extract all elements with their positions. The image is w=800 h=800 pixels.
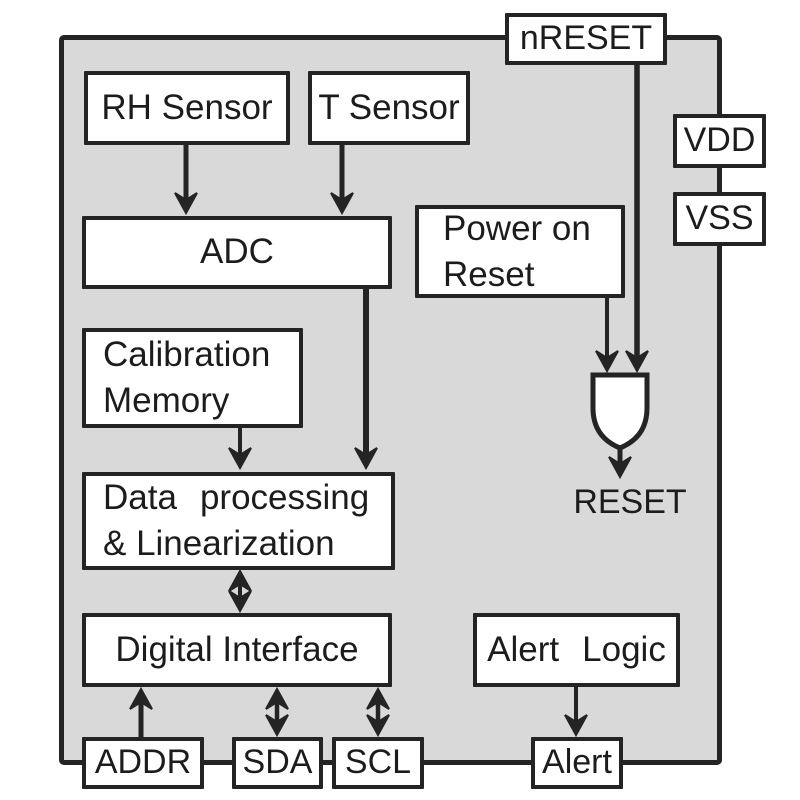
- arrow-rh-sensor-to-adc: [174, 145, 198, 216]
- block-calibration-memory-line2: Memory: [103, 381, 230, 420]
- pin-vss-label: VSS: [685, 199, 754, 238]
- block-power-on-reset: Power on Reset: [415, 205, 625, 298]
- arrow-addr-to-digital-interface: [129, 686, 153, 739]
- and-gate-icon: [590, 372, 650, 451]
- block-data-processing-line2: & Linearization: [103, 524, 335, 563]
- pin-sda: SDA: [232, 737, 323, 789]
- block-calibration-memory: Calibration Memory: [82, 328, 303, 428]
- block-digital-interface-label: Digital Interface: [115, 629, 359, 669]
- pin-nreset-label: nRESET: [519, 19, 653, 58]
- arrow-digital-interface-sda: [265, 686, 289, 738]
- pin-scl-label: SCL: [344, 743, 412, 782]
- arrow-alert-logic-to-alert: [564, 685, 588, 738]
- block-t-sensor-label: T Sensor: [318, 87, 460, 127]
- block-power-on-reset-line1: Power on: [443, 208, 591, 248]
- pin-nreset: nRESET: [505, 13, 667, 65]
- pin-vdd: VDD: [673, 114, 766, 168]
- pin-sda-label: SDA: [242, 743, 313, 782]
- block-data-processing: Data processing & Linearization: [82, 472, 395, 570]
- block-t-sensor: T Sensor: [308, 71, 470, 145]
- pin-alert-label: Alert: [542, 743, 612, 782]
- block-calibration-memory-line1: Calibration: [103, 335, 271, 374]
- arrow-digital-interface-scl: [366, 686, 390, 738]
- arrow-calibration-to-data-processing: [228, 426, 252, 471]
- pin-vss: VSS: [673, 192, 766, 246]
- pin-vdd-label: VDD: [683, 121, 756, 160]
- pin-scl: SCL: [332, 737, 424, 789]
- arrow-nreset-to-gate: [625, 63, 649, 374]
- arrow-adc-to-data-processing: [354, 287, 378, 471]
- arrow-t-sensor-to-adc: [330, 145, 354, 216]
- arrow-data-processing-digital-interface: [228, 568, 252, 614]
- block-rh-sensor-label: RH Sensor: [101, 87, 273, 127]
- arrow-gate-to-reset: [608, 449, 632, 480]
- block-rh-sensor: RH Sensor: [84, 71, 290, 145]
- reset-output-label: RESET: [573, 483, 687, 521]
- pin-alert: Alert: [531, 737, 623, 789]
- block-data-processing-line1: Data processing: [103, 478, 370, 517]
- block-adc: ADC: [82, 216, 392, 289]
- block-digital-interface: Digital Interface: [82, 613, 392, 687]
- block-power-on-reset-line2: Reset: [443, 254, 535, 294]
- block-alert-logic: Alert Logic: [473, 613, 680, 687]
- pin-addr-label: ADDR: [94, 743, 192, 782]
- pin-addr: ADDR: [82, 737, 204, 789]
- block-adc-label: ADC: [200, 232, 274, 272]
- arrow-power-on-reset-to-gate: [595, 296, 619, 374]
- block-alert-logic-label: Alert Logic: [487, 629, 666, 669]
